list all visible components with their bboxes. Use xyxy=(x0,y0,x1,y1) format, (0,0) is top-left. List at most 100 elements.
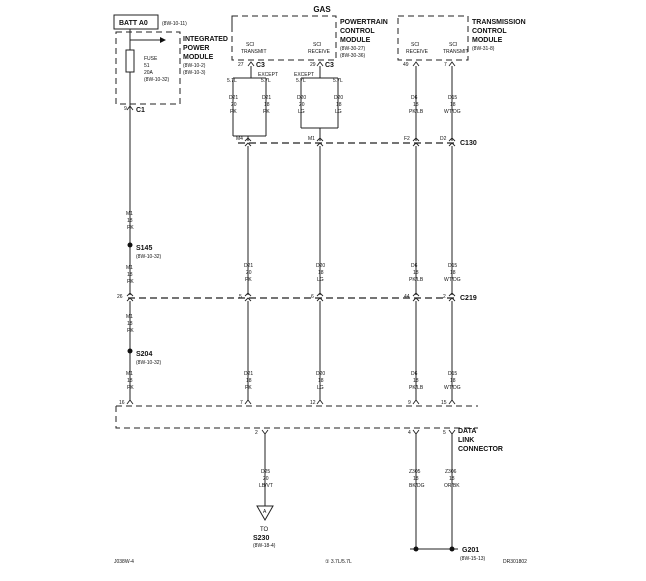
c219-pin-44: 44 xyxy=(404,294,410,300)
m1-c-gauge: 18 xyxy=(127,321,133,327)
batt-ref: (8W-10-11) xyxy=(162,21,187,27)
d21b-name: D21 xyxy=(262,95,271,101)
m1-d-name: M1 xyxy=(126,371,133,377)
dlc-9-chevron-icon xyxy=(412,399,420,405)
batt-label: BATT A0 xyxy=(119,20,148,27)
d15-low-name: D15 xyxy=(448,371,457,377)
s145-splice-dot xyxy=(127,242,133,248)
d15-mid-name: D15 xyxy=(448,263,457,269)
c219-44-chevron-icon xyxy=(412,292,420,302)
tcm-receive-l1: SCI xyxy=(411,42,419,48)
pcm-name-1: POWERTRAIN xyxy=(340,19,388,26)
d21-low-gauge: 18 xyxy=(246,378,252,384)
d6-low-gauge: 18 xyxy=(413,378,419,384)
dlc-pin-7: 7 xyxy=(240,400,243,406)
pcm-transmit-l1: SCI xyxy=(246,42,254,48)
m1-b-color: PK xyxy=(127,279,134,285)
ipm-name-3: MODULE xyxy=(183,54,214,61)
d21b-gauge: 18 xyxy=(264,102,270,108)
footer-left: J038W-4 xyxy=(114,559,134,565)
d20a-color: LG xyxy=(298,109,305,115)
dlc-7-chevron-icon xyxy=(244,399,252,405)
pcm-ref-2: (8W-30-36) xyxy=(340,53,366,59)
d15-low-gauge: 18 xyxy=(450,378,456,384)
dlc-pin-15: 15 xyxy=(441,400,447,406)
pcm-ref-1: (8W-30-27) xyxy=(340,46,366,52)
d20a-gauge: 20 xyxy=(299,102,305,108)
d21-low-name: D21 xyxy=(244,371,253,377)
d21b-color: PK xyxy=(263,109,270,115)
pcm-transmit-pin: 27 xyxy=(238,62,244,68)
bus-arrow-icon xyxy=(160,37,166,43)
pcm-receive-connector-icon xyxy=(316,61,324,67)
pcm-name-2: CONTROL xyxy=(340,28,375,35)
z306-name: Z306 xyxy=(445,469,457,475)
d20-except: EXCEPT xyxy=(294,72,314,78)
d20-low-gauge: 18 xyxy=(318,378,324,384)
diagram-title: GAS xyxy=(313,5,331,14)
tcm-receive-connector-icon xyxy=(412,61,420,67)
d15-top-name: D15 xyxy=(448,95,457,101)
d20b-name: D20 xyxy=(334,95,343,101)
dlc-pin-16: 16 xyxy=(119,400,125,406)
tcm-transmit-connector-icon xyxy=(448,61,456,67)
dlc-name-2: LINK xyxy=(458,437,474,444)
ipm-conn: C1 xyxy=(136,107,145,114)
tcm-ref: (8W-31-8) xyxy=(472,46,495,52)
z305-gauge: 18 xyxy=(413,476,419,482)
ipm-ref-2: (8W-10-3) xyxy=(183,70,206,76)
ground-ref: (8W-15-13) xyxy=(460,556,486,562)
dlc-16-chevron-icon xyxy=(126,399,134,405)
d20-mid-gauge: 18 xyxy=(318,270,324,276)
c219-2-chevron-icon xyxy=(448,292,456,302)
c219-pin-2: 2 xyxy=(443,294,446,300)
m1-c-name: M1 xyxy=(126,314,133,320)
fuse-symbol xyxy=(125,49,135,73)
dlc-name-1: DATA xyxy=(458,428,476,435)
c130-pin-m4: M4 xyxy=(236,136,243,142)
batt-box xyxy=(113,14,159,30)
c219-6-chevron-icon xyxy=(316,292,324,302)
dlc-pin-4: 4 xyxy=(408,430,411,436)
z305-color: BK/DG xyxy=(409,483,425,489)
c219-26-chevron-icon xyxy=(126,292,134,302)
dlc-pin-9: 9 xyxy=(408,400,411,406)
d21-except: EXCEPT xyxy=(258,72,278,78)
c130-pin-m1: M1 xyxy=(308,136,315,142)
d20-low-name: D20 xyxy=(316,371,325,377)
fuse-rating: 20A xyxy=(144,70,154,76)
d21-low-color: PK xyxy=(245,385,252,391)
d21-variant-1: 5.7L xyxy=(227,78,237,84)
pcm-transmit-connector-icon xyxy=(247,61,255,67)
s145-ref: (8W-10-32) xyxy=(136,254,162,260)
d21a-color: PK xyxy=(230,109,237,115)
ipm-box xyxy=(115,31,181,105)
dlc-15-chevron-icon xyxy=(448,399,456,405)
ipm-pin: 9 xyxy=(124,106,127,112)
m1-b-name: M1 xyxy=(126,265,133,271)
ipm-name-2: POWER xyxy=(183,45,209,52)
c130-pin-f2: F2 xyxy=(404,136,410,142)
dlc-box xyxy=(115,405,478,429)
m1-c-color: PK xyxy=(127,328,134,334)
d21-mid-name: D21 xyxy=(244,263,253,269)
dlc-2-chevron-icon xyxy=(261,429,269,435)
ipm-name-1: INTEGRATED xyxy=(183,36,228,43)
fuse-label: FUSE xyxy=(144,56,158,62)
d6-top-gauge: 18 xyxy=(413,102,419,108)
c219-name: C219 xyxy=(460,295,477,302)
footer-center: ① 3.7L/5.7L xyxy=(325,559,352,565)
c219-pin-26: 26 xyxy=(117,294,123,300)
d20a-name: D20 xyxy=(297,95,306,101)
d21-mid-color: PK xyxy=(245,277,252,283)
d20-mid-name: D20 xyxy=(316,263,325,269)
d15-mid-color: WT/DG xyxy=(444,277,461,283)
pcm-name-3: MODULE xyxy=(340,37,371,44)
s204-splice-dot xyxy=(127,348,133,354)
pcm-transmit-l2: TRANSMIT xyxy=(241,49,267,55)
ipm-ref-1: (8W-10-2) xyxy=(183,63,206,69)
c130-d2-chevron-icon xyxy=(448,137,456,147)
dlc-5-chevron-icon xyxy=(448,429,456,435)
d15-low-color: WT/DG xyxy=(444,385,461,391)
d25-color: LB/VT xyxy=(259,483,273,489)
